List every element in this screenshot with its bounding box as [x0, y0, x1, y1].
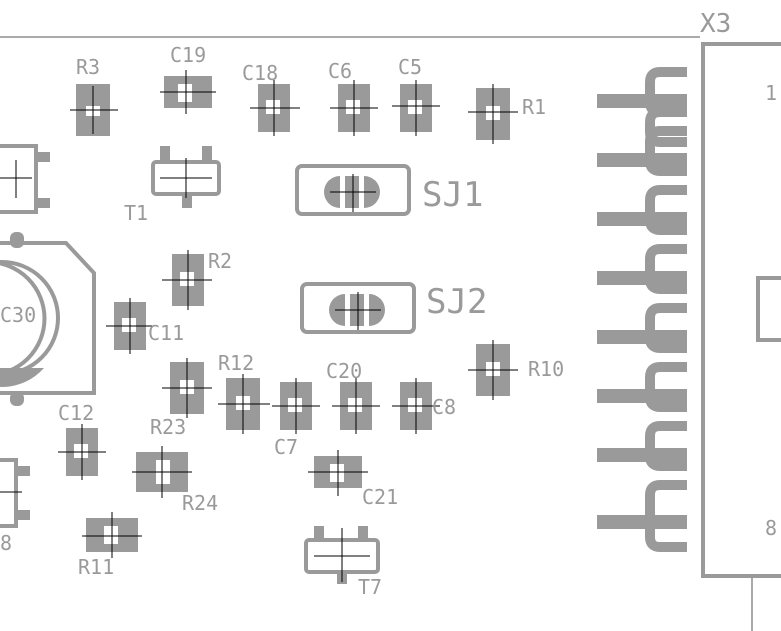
capacitor-c6-label: C6	[328, 59, 352, 83]
component-unlabeled[interactable]	[162, 358, 212, 418]
connector-x3-pins	[597, 67, 687, 552]
capacitor-c7[interactable]: C7	[272, 378, 320, 459]
transistor-t7-label: T7	[358, 575, 382, 599]
resistor-r24-label: R24	[182, 491, 218, 515]
partial-component-left-top	[0, 144, 50, 214]
capacitor-c11[interactable]: C11	[106, 298, 184, 354]
jumper-sj1[interactable]: SJ1	[295, 164, 483, 216]
resistor-r3-label: R3	[76, 55, 100, 79]
resistor-r11-label: R11	[78, 555, 114, 579]
capacitor-c8-label: C8	[432, 395, 456, 419]
capacitor-c5[interactable]: C5	[392, 55, 440, 136]
connector-x3-label: X3	[700, 9, 731, 39]
resistor-r11[interactable]: R11	[78, 512, 142, 579]
resistor-r10[interactable]: R10	[468, 340, 564, 400]
partial-label-8: 8	[0, 531, 12, 555]
capacitor-c12-label: C12	[58, 401, 94, 425]
capacitor-c20-label: C20	[326, 359, 362, 383]
capacitor-c6[interactable]: C6	[328, 59, 378, 136]
connector-x3-pin-last-label: 8	[765, 516, 777, 540]
capacitor-c21[interactable]: C21	[308, 450, 398, 509]
capacitor-c30[interactable]: C30	[0, 232, 96, 406]
x3-pin-7	[597, 448, 687, 462]
capacitor-c20[interactable]: C20	[326, 359, 380, 434]
partial-component-left-bottom: 8	[0, 458, 30, 555]
resistor-r23-label: R23	[150, 415, 186, 439]
x3-pin-2	[597, 153, 687, 167]
transistor-t7[interactable]: T7	[304, 526, 382, 599]
capacitor-c19-label: C19	[170, 43, 206, 67]
x3-pin-1	[597, 94, 687, 108]
capacitor-c18-label: C18	[242, 61, 278, 85]
jumper-sj2-label: SJ2	[426, 282, 487, 322]
resistor-r2[interactable]: R2	[162, 249, 232, 310]
resistor-r1[interactable]: R1	[468, 84, 546, 144]
capacitor-c11-label: C11	[148, 321, 184, 345]
resistor-r2-label: R2	[208, 249, 232, 273]
capacitor-c21-label: C21	[362, 485, 398, 509]
resistor-r12[interactable]: R12	[218, 351, 270, 434]
capacitor-c18[interactable]: C18	[242, 61, 300, 136]
capacitor-c12[interactable]: C12	[58, 401, 106, 480]
capacitor-c5-label: C5	[398, 55, 422, 79]
capacitor-c30-label: C30	[0, 303, 36, 327]
resistor-r1-label: R1	[522, 95, 546, 119]
x3-pin-5	[597, 330, 687, 344]
jumper-sj2-outline	[300, 282, 416, 334]
resistor-r23[interactable]: R23 R24	[132, 415, 218, 515]
transistor-t1[interactable]: T1	[124, 146, 221, 225]
resistor-r3[interactable]: R3	[70, 55, 118, 136]
connector-x3-body	[701, 42, 781, 578]
resistor-r12-label: R12	[218, 351, 254, 375]
connector-x3-latch	[756, 276, 781, 342]
connector-x3[interactable]: X3 1 8	[597, 9, 781, 578]
connector-x3-pin-first-label: 1	[765, 81, 777, 105]
x3-pin-6	[597, 389, 687, 403]
x3-pin-8	[597, 515, 687, 529]
capacitor-c19[interactable]: C19	[160, 43, 216, 114]
capacitor-c7-label: C7	[274, 435, 298, 459]
jumper-sj2[interactable]: SJ2	[300, 282, 487, 334]
capacitor-c8[interactable]: C8	[392, 378, 456, 434]
jumper-sj1-outline	[295, 164, 411, 216]
resistor-r10-label: R10	[528, 357, 564, 381]
x3-pin-3	[597, 212, 687, 226]
jumper-sj1-label: SJ1	[422, 175, 483, 215]
transistor-t1-label: T1	[124, 201, 148, 225]
x3-pin-outline	[645, 67, 687, 552]
x3-pin-4	[597, 271, 687, 285]
capacitor-c30-outline	[0, 241, 96, 395]
